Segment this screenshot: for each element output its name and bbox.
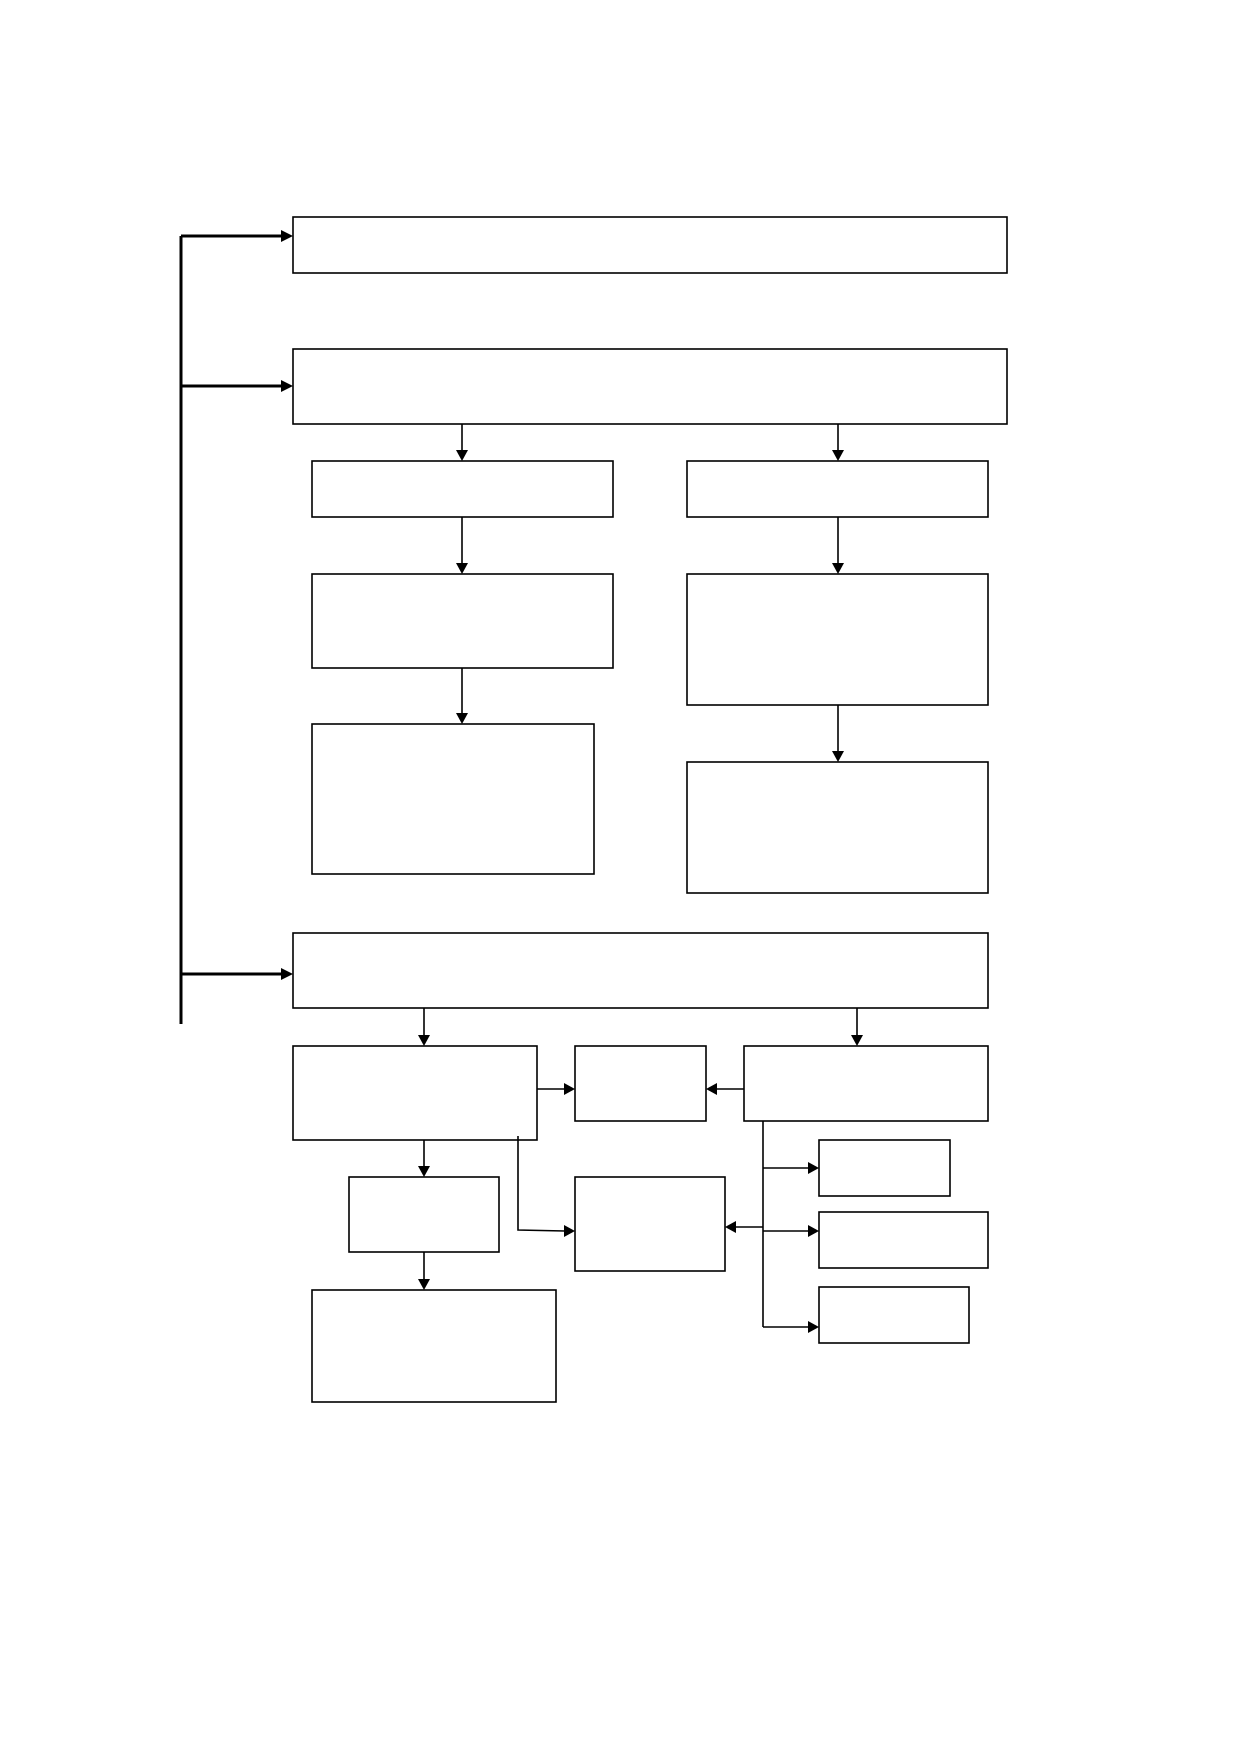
level-2-right-c-box: [686, 761, 989, 894]
level-3-right-b2-box: [818, 1211, 989, 1269]
level-2-box: [292, 348, 1008, 425]
level-2-left-b-box: [311, 573, 614, 669]
arrowhead: [725, 1221, 736, 1233]
arrowhead: [418, 1279, 430, 1290]
arrowhead: [564, 1225, 575, 1237]
level-2-left-a-box: [311, 460, 614, 518]
arrowhead: [281, 380, 293, 392]
trunk-group: [179, 230, 293, 1024]
level-3-left-c-box: [311, 1289, 557, 1403]
arrowhead: [832, 563, 844, 574]
boxes-group: [292, 216, 1008, 1403]
arrowhead: [564, 1083, 575, 1095]
arrowhead: [832, 450, 844, 461]
arrowhead: [456, 563, 468, 574]
level-2-right-b-box: [686, 573, 989, 706]
level-2-connectors: [456, 424, 844, 762]
level-3-left-a-box: [292, 1045, 538, 1141]
level-3-left-b-box: [348, 1176, 500, 1253]
level-2-right-a-box: [686, 460, 989, 518]
arrowhead: [281, 968, 293, 980]
level-3-center-a-box: [574, 1045, 707, 1122]
arrowhead: [832, 751, 844, 762]
level-3-right-a-box: [743, 1045, 989, 1122]
arrowhead: [456, 713, 468, 724]
arrowhead: [418, 1166, 430, 1177]
arrowhead: [851, 1035, 863, 1046]
arrowhead: [808, 1162, 819, 1174]
arrowhead: [706, 1083, 717, 1095]
arrowhead: [418, 1035, 430, 1046]
level-1-box: [292, 216, 1008, 274]
level-3-connectors: [418, 1008, 863, 1333]
level-3-center-b-box: [574, 1176, 726, 1272]
arrowhead: [808, 1225, 819, 1237]
level-2-left-c-box: [311, 723, 595, 875]
level-3-box: [292, 932, 989, 1009]
level-3-right-b1-box: [818, 1139, 951, 1197]
level-3-right-b3-box: [818, 1286, 970, 1344]
arrowhead: [281, 230, 293, 242]
connector-left-a-to-center-b: [517, 1136, 566, 1232]
arrowhead: [808, 1321, 819, 1333]
arrowhead: [456, 450, 468, 461]
